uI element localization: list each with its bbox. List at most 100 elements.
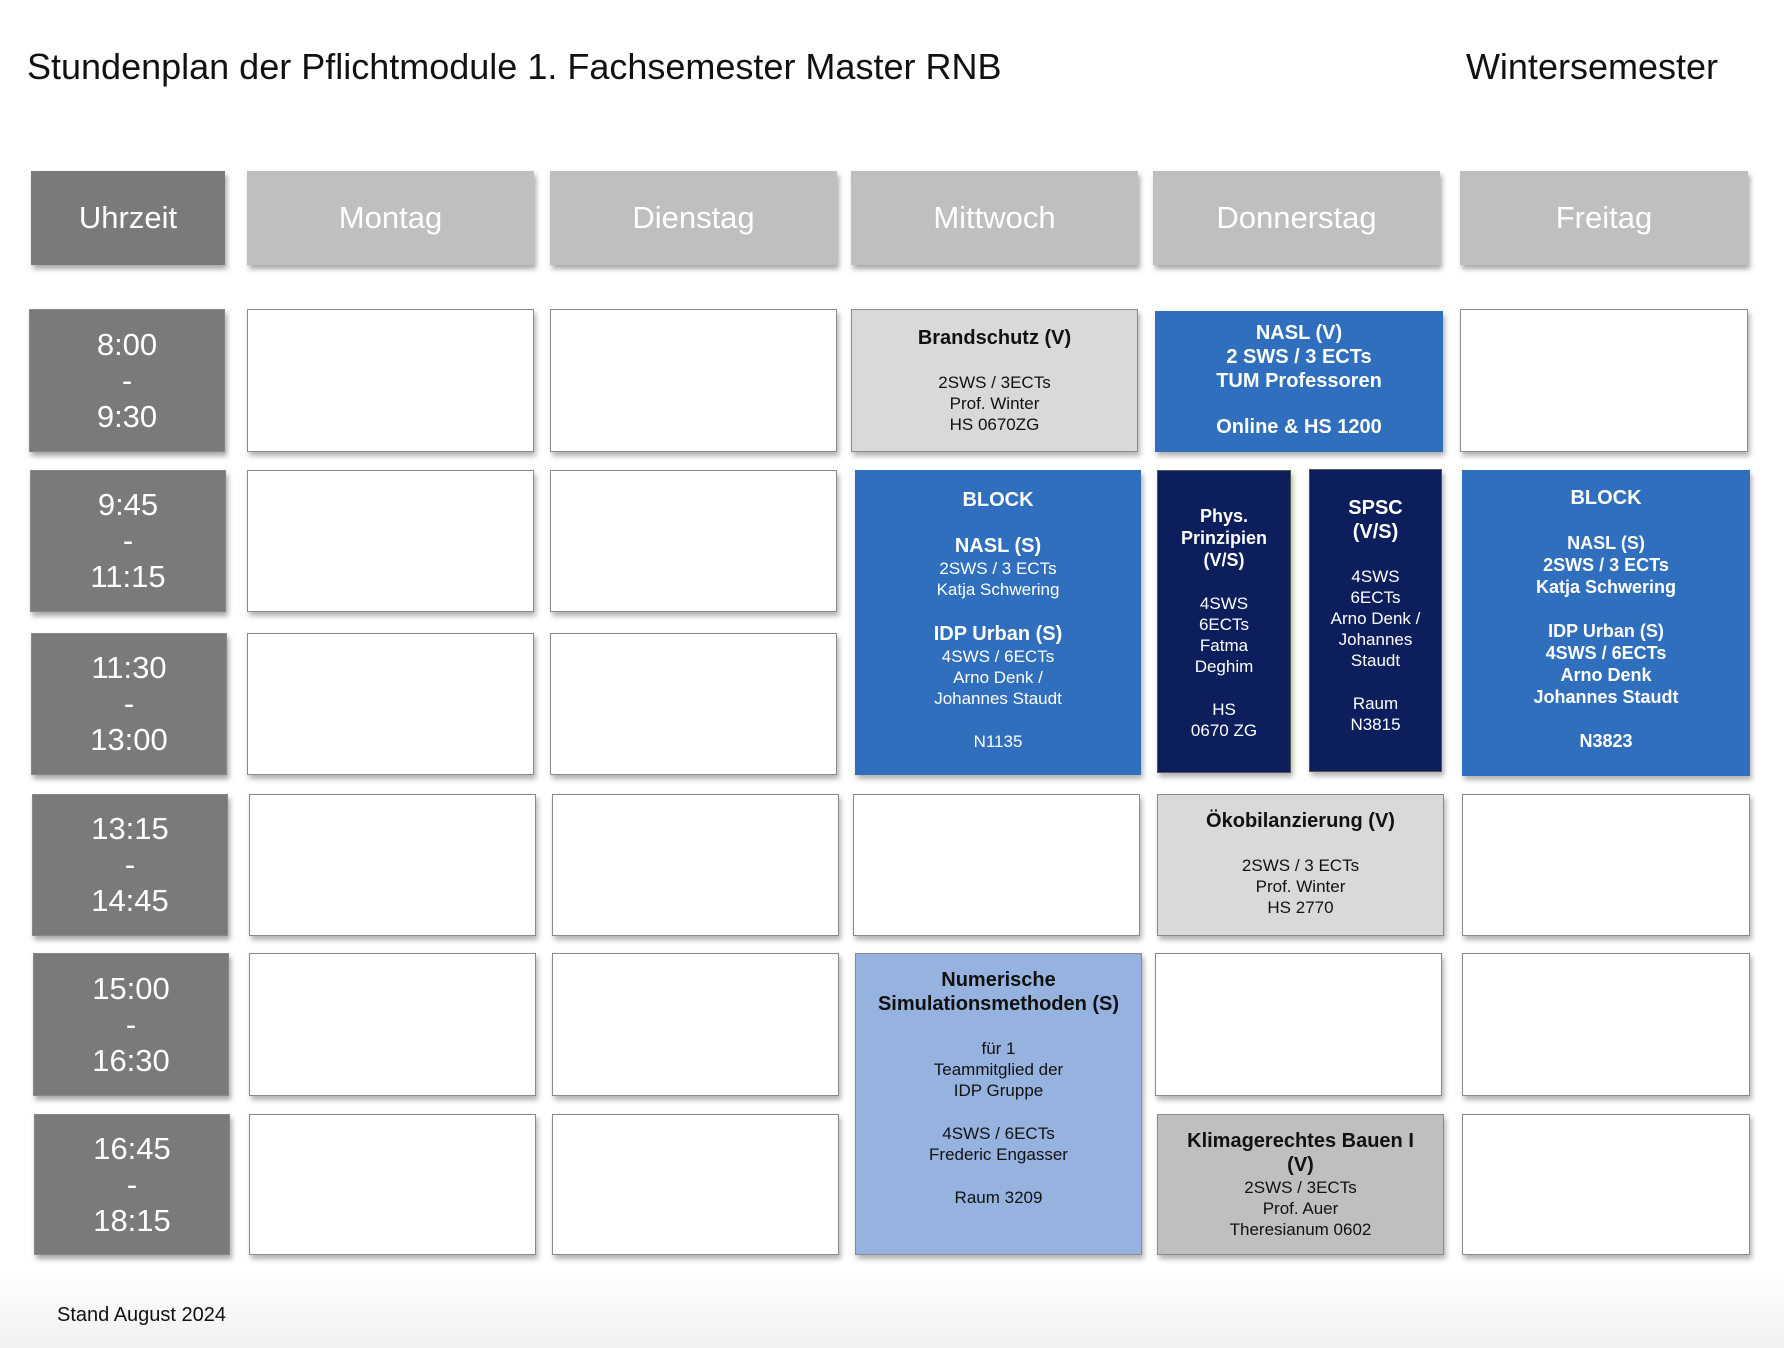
course-credits: 2SWS / 3 ECTs — [1543, 555, 1669, 575]
course-lecturer: Arno Denk / — [1330, 609, 1421, 628]
course-block-freitag[interactable]: BLOCK NASL (S) 2SWS / 3 ECTs Katja Schwe… — [1462, 470, 1750, 776]
course-title: Ökobilanzierung (V) — [1206, 810, 1395, 832]
block-label: BLOCK — [1570, 487, 1642, 509]
time-sep: - — [122, 523, 134, 558]
time-end: 18:15 — [93, 1202, 171, 1238]
course-numerische-simulationsmethoden[interactable]: Numerische Simulationsmethoden (S) für 1… — [855, 953, 1142, 1255]
course-lecturer: Fatma — [1199, 636, 1249, 655]
course-oekobilanzierung[interactable]: Ökobilanzierung (V) 2SWS / 3 ECTs Prof. … — [1157, 794, 1444, 936]
empty-slot-dienstag[interactable] — [552, 1114, 839, 1255]
empty-slot-dienstag[interactable] — [552, 953, 839, 1096]
course-spsc[interactable]: SPSC (V/S) 4SWS 6ECTs Arno Denk / Johann… — [1309, 469, 1442, 772]
course-room: Online & HS 1200 — [1216, 416, 1382, 438]
empty-slot-dienstag[interactable] — [552, 794, 839, 936]
course-type: (V/S) — [1203, 550, 1245, 570]
empty-slot-freitag[interactable] — [1462, 794, 1750, 936]
time-slot: 8:00-9:30 — [29, 309, 225, 452]
course-credits: 4SWS / 6ECTs — [1545, 643, 1667, 663]
course-lecturer: TUM Professoren — [1216, 370, 1382, 392]
header-mittwoch: Mittwoch — [851, 171, 1138, 265]
course-room: Theresianum 0602 — [1229, 1220, 1372, 1239]
course-room: Raum 3209 — [954, 1188, 1043, 1207]
course-room: N3823 — [1579, 731, 1633, 751]
empty-slot-dienstag[interactable] — [550, 309, 837, 452]
course-lecturer: Prof. Auer — [1262, 1199, 1339, 1218]
empty-slot-montag[interactable] — [247, 633, 534, 775]
time-slot: 16:45-18:15 — [34, 1114, 230, 1255]
course-credits: 4SWS / 6ECTs — [942, 1124, 1055, 1143]
time-start: 9:45 — [97, 487, 159, 522]
time-start: 13:15 — [91, 811, 169, 846]
empty-slot-montag[interactable] — [249, 1114, 536, 1255]
course-phys-prinzipien[interactable]: Phys. Prinzipien (V/S) 4SWS 6ECTs Fatma … — [1157, 470, 1291, 773]
time-start: 16:45 — [93, 1130, 171, 1166]
empty-slot-freitag[interactable] — [1462, 1114, 1750, 1255]
course-nasl-v[interactable]: NASL (V) 2 SWS / 3 ECTs TUM Professoren … — [1155, 311, 1443, 452]
course-title: Prinzipien — [1180, 528, 1267, 548]
course-sws: 4SWS — [1351, 567, 1400, 586]
course-type: (V/S) — [1352, 521, 1399, 543]
course-ects: 6ECTs — [1350, 588, 1401, 607]
course-note: für 1 — [981, 1039, 1016, 1058]
course-room: Raum — [1352, 694, 1399, 713]
course-room: HS 0670ZG — [949, 415, 1040, 434]
course-lecturer: Arno Denk / — [953, 668, 1043, 687]
course-credits: 2SWS / 3ECTs — [938, 373, 1051, 392]
course-room: HS — [1212, 700, 1236, 719]
course-lecturer: Arno Denk — [1560, 665, 1652, 685]
course-lecturer: Johannes — [1338, 630, 1413, 649]
time-sep: - — [123, 686, 135, 721]
time-slot: 11:30-13:00 — [31, 633, 227, 775]
header-donnerstag: Donnerstag — [1153, 171, 1440, 265]
time-end: 14:45 — [91, 883, 169, 918]
block-label: BLOCK — [962, 489, 1034, 511]
semester-label: Wintersemester — [1465, 46, 1718, 87]
course-title: IDP Urban (S) — [1548, 621, 1664, 641]
course-type: (V) — [1287, 1154, 1314, 1176]
time-sep: - — [125, 1006, 137, 1042]
course-block-mittwoch[interactable]: BLOCK NASL (S) 2SWS / 3 ECTs Katja Schwe… — [855, 470, 1141, 775]
course-lecturer: Katja Schwering — [936, 580, 1060, 599]
course-klimagerechtes-bauen[interactable]: Klimagerechtes Bauen I (V) 2SWS / 3ECTs … — [1157, 1114, 1444, 1255]
course-room: HS 2770 — [1267, 898, 1334, 917]
course-title: NASL (S) — [1567, 533, 1645, 553]
empty-slot-montag[interactable] — [249, 953, 536, 1096]
time-end: 11:15 — [90, 559, 166, 594]
time-sep: - — [124, 847, 136, 882]
course-credits: 2SWS / 3ECTs — [1244, 1178, 1357, 1197]
time-slot: 15:00-16:30 — [33, 953, 229, 1096]
course-title: Phys. — [1199, 506, 1249, 526]
empty-slot-donnerstag[interactable] — [1155, 953, 1442, 1096]
empty-slot-montag[interactable] — [249, 794, 536, 936]
course-note: Teammitglied der — [933, 1060, 1064, 1079]
course-lecturer: Johannes Staudt — [934, 689, 1062, 708]
time-slot: 9:45-11:15 — [30, 470, 226, 612]
header-dienstag: Dienstag — [550, 171, 837, 265]
empty-slot-montag[interactable] — [247, 309, 534, 452]
time-end: 9:30 — [96, 398, 158, 434]
time-end: 13:00 — [90, 722, 168, 757]
course-room: 0670 ZG — [1190, 721, 1258, 740]
empty-slot-freitag[interactable] — [1460, 309, 1748, 452]
course-lecturer: Katja Schwering — [1535, 577, 1677, 597]
course-lecturer: Prof. Winter — [1255, 877, 1346, 896]
course-ects: 6ECTs — [1198, 615, 1250, 634]
course-credits: 2SWS / 3 ECTs — [939, 559, 1057, 578]
time-start: 8:00 — [96, 326, 158, 362]
course-room: N3815 — [1350, 715, 1401, 734]
course-brandschutz[interactable]: Brandschutz (V) 2SWS / 3ECTs Prof. Winte… — [851, 309, 1138, 452]
time-sep: - — [121, 362, 133, 398]
empty-slot-dienstag[interactable] — [550, 633, 837, 775]
time-end: 16:30 — [92, 1042, 170, 1078]
header-uhrzeit: Uhrzeit — [31, 171, 225, 265]
empty-slot-montag[interactable] — [247, 470, 534, 612]
empty-slot-freitag[interactable] — [1462, 953, 1750, 1096]
course-room: N1135 — [973, 732, 1023, 751]
empty-slot-dienstag[interactable] — [550, 470, 837, 612]
empty-slot-mittwoch[interactable] — [853, 794, 1140, 936]
course-title: Numerische — [941, 969, 1056, 991]
time-sep: - — [126, 1166, 138, 1202]
time-start: 15:00 — [92, 970, 170, 1006]
time-slot: 13:15-14:45 — [32, 794, 228, 936]
page-title: Stundenplan der Pflichtmodule 1. Fachsem… — [27, 46, 1002, 87]
